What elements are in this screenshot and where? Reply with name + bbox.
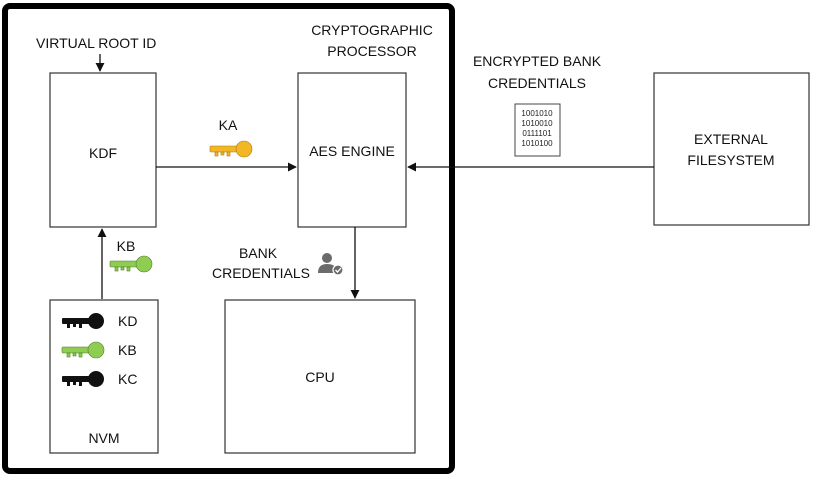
ka-label: KA — [219, 117, 238, 133]
aes-engine-box — [297, 72, 407, 228]
document-binary-icon: 1001010 1010010 0111101 1010100 — [514, 103, 561, 157]
cpu-label: CPU — [305, 369, 335, 385]
external-filesystem-label-line1: EXTERNAL — [694, 131, 768, 147]
kb-arrow-label: KB — [117, 238, 136, 254]
encrypted-bank-credentials-label-line2: CREDENTIALS — [488, 75, 586, 91]
binary-line: 1010010 — [521, 119, 553, 128]
aes-engine-label: AES ENGINE — [309, 143, 395, 159]
kdf-box — [49, 72, 157, 228]
secure-boundary — [2, 3, 455, 474]
ka-key-icon — [209, 140, 253, 158]
encrypted-bank-credentials-label-line1: ENCRYPTED BANK — [473, 53, 602, 69]
virtual-root-id-label: VIRTUAL ROOT ID — [36, 35, 156, 51]
nvm-key-kb-label: KB — [118, 342, 137, 358]
nvm-key-kc-label: KC — [118, 371, 137, 387]
binary-line: 0111101 — [522, 129, 552, 138]
nvm-key-kd-label: KD — [118, 313, 137, 329]
kb-key-icon — [109, 255, 153, 273]
kdf-label: KDF — [89, 145, 117, 161]
crypto-processor-label-line2: PROCESSOR — [327, 43, 416, 59]
crypto-processor-label-line1: CRYPTOGRAPHIC — [311, 22, 433, 38]
binary-line: 1001010 — [521, 109, 553, 118]
binary-line: 1010100 — [521, 139, 553, 148]
external-filesystem-label-line2: FILESYSTEM — [687, 152, 774, 168]
nvm-label: NVM — [88, 430, 119, 446]
bank-credentials-label-line1: BANK — [239, 245, 278, 261]
cpu-box — [224, 299, 416, 454]
external-filesystem-box — [653, 72, 810, 226]
bank-credentials-label-line2: CREDENTIALS — [212, 265, 310, 281]
user-check-icon — [318, 253, 344, 276]
